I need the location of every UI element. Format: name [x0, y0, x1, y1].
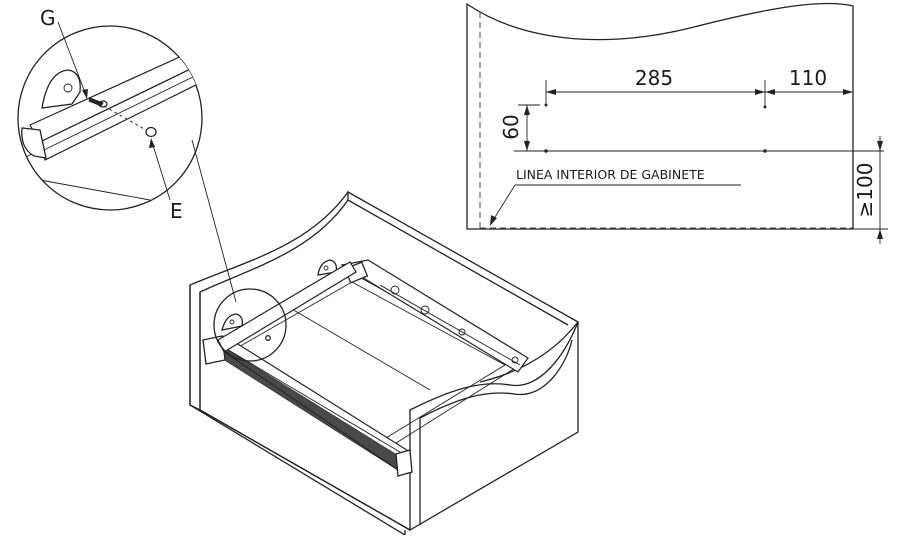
- hole-mark-right: [763, 149, 767, 153]
- cabinet-line-label: LINEA INTERIOR DE GABINETE: [516, 167, 705, 182]
- dimension-60-label: 60: [499, 114, 523, 139]
- cabinet-interior-dashed-line: [479, 12, 853, 229]
- detail-view: G E: [17, 6, 237, 303]
- cabinet-floor: [199, 292, 411, 531]
- dimension-110-label: 110: [789, 66, 827, 90]
- dimension-100-label: ≥100: [853, 163, 877, 218]
- cabinet-line-callout: LINEA INTERIOR DE GABINETE: [490, 167, 741, 226]
- detail-circle: [17, 25, 203, 211]
- dimension-110: 110: [765, 66, 854, 100]
- detail-reference-circle: [213, 288, 287, 362]
- rail-front-cap-front: [395, 449, 413, 477]
- dimension-100: ≥100: [853, 136, 888, 244]
- cabinet-right-panel: [409, 321, 579, 532]
- label-g: G: [40, 6, 56, 30]
- dimension-285-label: 285: [635, 66, 673, 90]
- dimension-60: 60: [499, 104, 540, 151]
- rail-back-details: [379, 284, 521, 366]
- dimension-panel: 285 110 60 ≥100: [466, 2, 888, 244]
- label-e: E: [170, 199, 183, 223]
- dimension-285: 285: [545, 66, 766, 108]
- cabinet-assembly: [189, 189, 579, 537]
- panel-outline: [466, 2, 854, 230]
- detail-connector-line: [191, 139, 237, 303]
- cabinet-left-panel: [189, 189, 349, 412]
- leader-e: [151, 141, 171, 201]
- hole-mark-left: [544, 149, 548, 153]
- leader-g: [57, 21, 87, 96]
